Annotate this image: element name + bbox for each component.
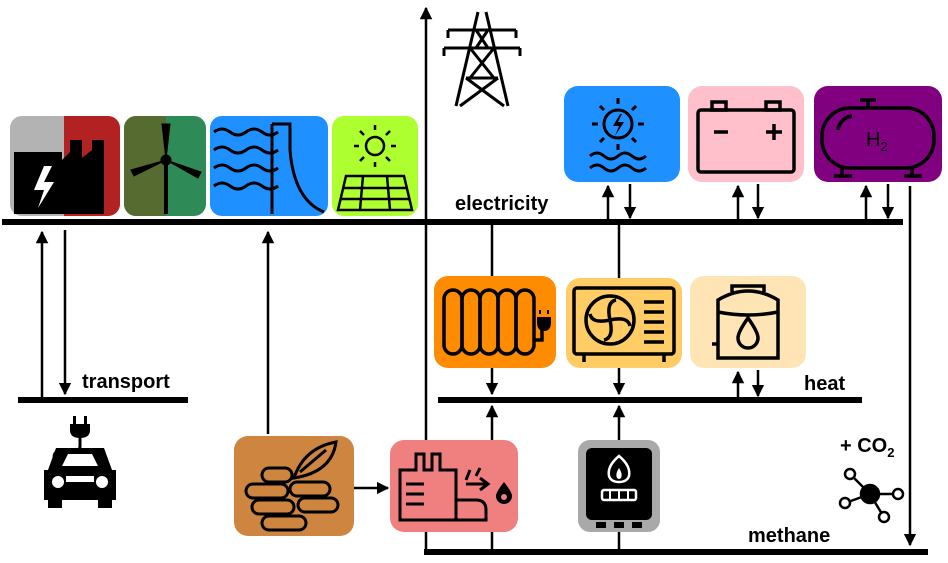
electric-car-icon: [44, 416, 116, 508]
methane-label: methane: [748, 525, 830, 547]
co2-label: + CO2: [840, 435, 894, 460]
pumped-hydro-storage-icon: [564, 86, 680, 182]
wind-turbine-icon: [124, 116, 206, 216]
combined-heat-power-plant-icon: [390, 440, 518, 532]
fossil-power-plant-icon: [10, 116, 120, 216]
buses: [2, 219, 928, 555]
co2-subscript: 2: [887, 445, 894, 460]
transport-label: transport: [82, 371, 170, 393]
heat-pump-icon: [566, 278, 682, 368]
gas-boiler-icon: [578, 440, 660, 532]
h2-label: H2: [866, 129, 888, 154]
electric-heater-icon: [434, 276, 556, 368]
biomass-pellets-icon: [234, 436, 354, 536]
electricity-pylon-icon: [442, 11, 522, 108]
heat-label: heat: [804, 373, 845, 395]
heat-storage-tank-icon: [690, 276, 806, 368]
hydro-dam-icon: [210, 116, 328, 216]
solar-panel-icon: [332, 116, 418, 216]
hydrogen-tank-icon: H2: [814, 86, 942, 182]
electricity-label: electricity: [455, 193, 549, 215]
battery-icon: [688, 86, 804, 182]
co2-prefix: + CO: [840, 435, 887, 457]
methane-molecule-icon: [838, 467, 905, 524]
